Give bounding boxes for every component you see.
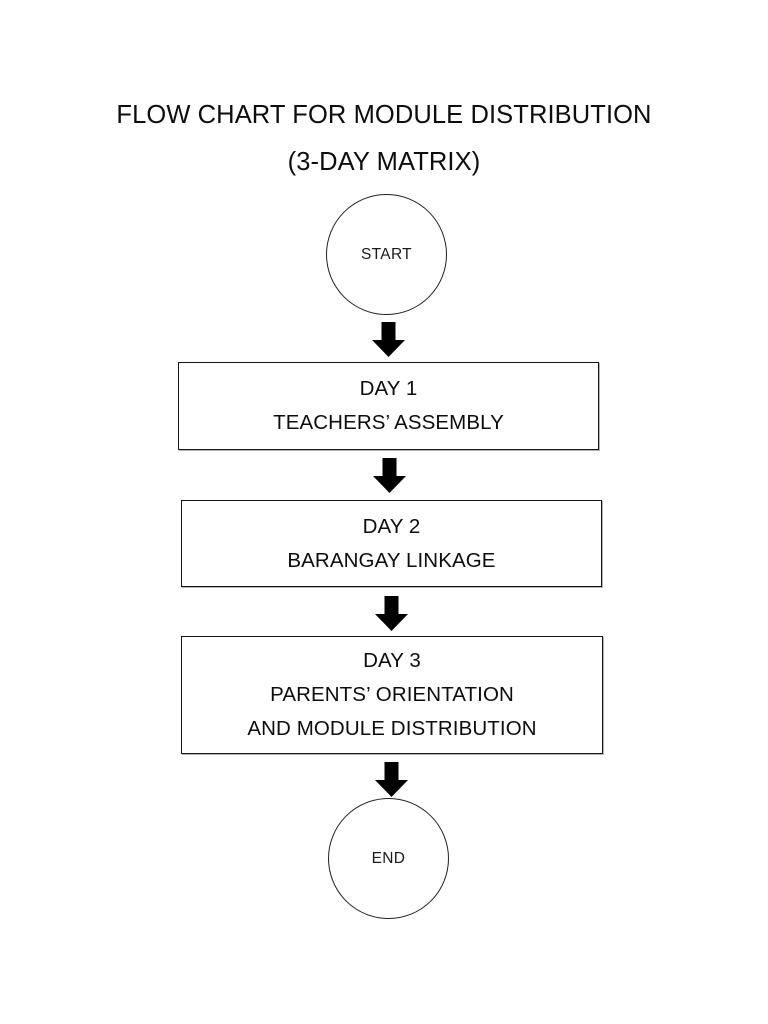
flowchart-node-day2: DAY 2 BARANGAY LINKAGE	[181, 500, 602, 587]
node-day1-line-1: DAY 1	[359, 377, 418, 400]
node-day3-line-2: PARENTS’ ORIENTATION	[270, 683, 514, 706]
node-start-label: START	[361, 245, 412, 263]
node-day3-line-1: DAY 3	[363, 649, 421, 672]
down-block-arrow-icon	[375, 762, 408, 797]
title-line-subtitle: (3-DAY MATRIX)	[287, 148, 481, 176]
page-title: FLOW CHART FOR MODULE DISTRIBUTION (3-DA…	[0, 92, 768, 186]
flowchart-node-day3: DAY 3 PARENTS’ ORIENTATION AND MODULE DI…	[181, 636, 603, 754]
node-end-label: END	[371, 849, 406, 867]
down-block-arrow-icon	[372, 322, 405, 357]
node-day1-line-2: TEACHERS’ ASSEMBLY	[273, 411, 504, 434]
node-day2-line-1: DAY 2	[362, 514, 421, 538]
down-block-arrow-icon	[373, 458, 406, 493]
flowchart-node-start: START	[326, 194, 447, 315]
flowchart-node-end: END	[328, 798, 449, 919]
node-day3-line-3: AND MODULE DISTRIBUTION	[247, 717, 537, 740]
flowchart-node-day1: DAY 1 TEACHERS’ ASSEMBLY	[178, 362, 599, 450]
title-line-primary: FLOW CHART FOR MODULE DISTRIBUTION	[116, 101, 652, 129]
down-block-arrow-icon	[375, 596, 408, 631]
node-day2-line-2: BARANGAY LINKAGE	[287, 548, 496, 572]
